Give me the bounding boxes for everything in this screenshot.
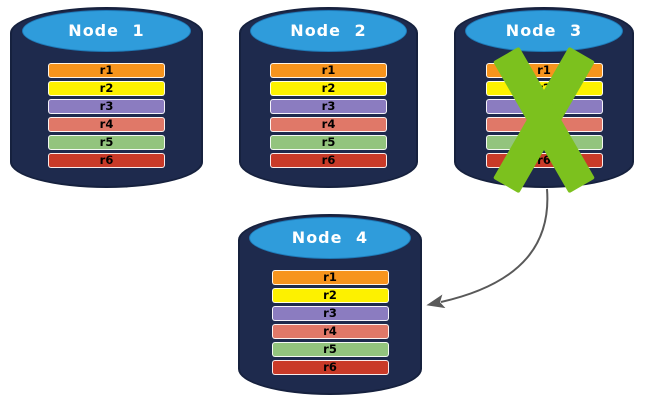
failure-x-icon — [487, 46, 601, 194]
row-r4: r4 — [271, 324, 389, 339]
cylinder-top — [249, 10, 408, 52]
row-r2: r2 — [271, 288, 389, 303]
replica-rows: r1 r2 r3 r4 r5 r6 — [238, 270, 422, 375]
row-r6: r6 — [270, 153, 387, 168]
node-label: Node 1 — [68, 21, 145, 40]
row-r2: r2 — [48, 81, 165, 96]
db-node-1: Node 1 r1 r2 r3 r4 r5 r6 — [10, 7, 203, 188]
cylinder-top — [464, 10, 624, 52]
db-node-2: Node 2 r1 r2 r3 r4 r5 r6 — [239, 7, 418, 188]
row-r6: r6 — [48, 153, 165, 168]
row-r1: r1 — [48, 63, 165, 78]
replica-rows: r1 r2 r3 r4 r5 r6 — [10, 63, 203, 168]
row-r4: r4 — [270, 117, 387, 132]
row-r3: r3 — [48, 99, 165, 114]
row-r3: r3 — [271, 306, 389, 321]
cylinder-top — [21, 10, 192, 52]
row-r1: r1 — [271, 270, 389, 285]
row-r3: r3 — [270, 99, 387, 114]
row-r5: r5 — [271, 342, 389, 357]
db-node-4: Node 4 r1 r2 r3 r4 r5 r6 — [238, 214, 422, 395]
row-r5: r5 — [270, 135, 387, 150]
row-r4: r4 — [48, 117, 165, 132]
node-label: Node 3 — [505, 21, 583, 40]
row-r1: r1 — [270, 63, 387, 78]
row-r6: r6 — [271, 360, 389, 375]
cylinder-top — [249, 217, 411, 259]
replica-rows: r1 r2 r3 r4 r5 r6 — [239, 63, 418, 168]
node-label: Node 2 — [290, 21, 367, 40]
row-r5: r5 — [48, 135, 165, 150]
row-r2: r2 — [270, 81, 387, 96]
node-label: Node 4 — [291, 228, 369, 247]
